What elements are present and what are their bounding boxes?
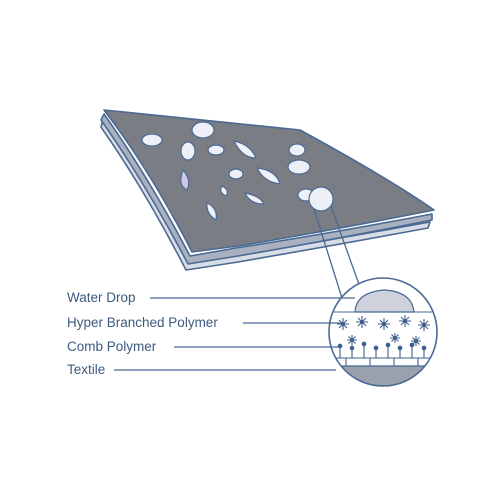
label-hyper-branched-polymer: Hyper Branched Polymer	[67, 315, 218, 330]
water-drop-icon	[207, 144, 225, 156]
water-drop-icon	[180, 168, 190, 191]
magnified-spot	[308, 186, 334, 212]
water-drop-icon	[220, 185, 228, 197]
water-drop-icon	[232, 140, 257, 159]
label-water-drop: Water Drop	[67, 290, 136, 305]
water-drop-icon	[255, 167, 281, 185]
water-drop-icon	[141, 133, 163, 147]
magnified-water-drop	[354, 289, 415, 313]
water-drop-icon	[288, 143, 306, 157]
water-drop-icon	[228, 168, 244, 180]
water-drop-icon	[191, 121, 215, 139]
water-drop-icon	[206, 202, 217, 221]
label-comb-polymer: Comb Polymer	[67, 339, 157, 354]
label-textile: Textile	[67, 362, 106, 377]
water-drops	[141, 121, 334, 221]
label-leaders	[114, 297, 355, 371]
water-drop-icon	[287, 159, 311, 175]
fabric-layer-middle	[100, 113, 433, 265]
magnified-cross-section	[328, 277, 438, 387]
water-drop-icon	[243, 192, 265, 205]
magnifier-connector	[313, 205, 362, 299]
comb-polymer	[335, 341, 430, 366]
water-drop-icon	[180, 141, 196, 161]
